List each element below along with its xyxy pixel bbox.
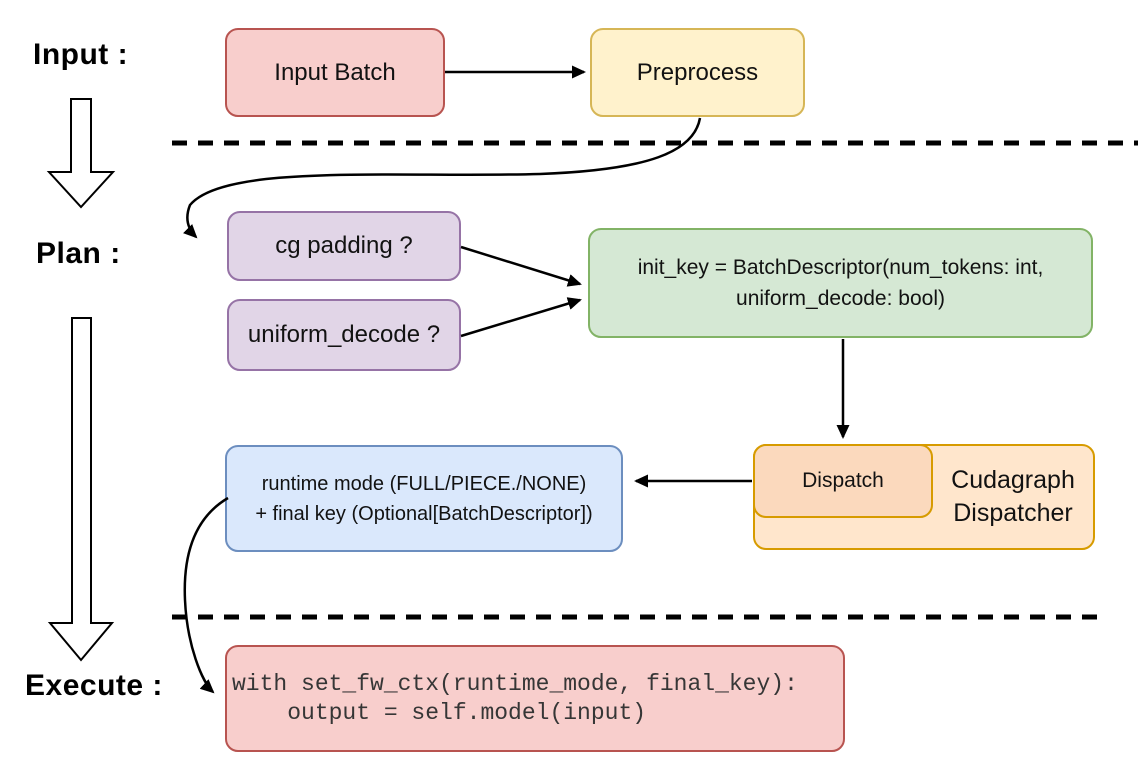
stage-label-input: Input : bbox=[33, 38, 129, 71]
arrow-cgpadding-to-initkey bbox=[460, 245, 582, 287]
node-preprocess: Preprocess bbox=[590, 28, 805, 117]
node-cg-padding-label: cg padding ? bbox=[275, 232, 413, 259]
stage-label-plan: Plan : bbox=[36, 237, 121, 270]
node-init-key: init_key = BatchDescriptor(num_tokens: i… bbox=[588, 228, 1093, 338]
node-init-key-line1: init_key = BatchDescriptor(num_tokens: i… bbox=[637, 256, 1044, 279]
node-input-batch-label: Input Batch bbox=[274, 58, 396, 86]
node-cg-padding: cg padding ? bbox=[227, 211, 461, 281]
stage-label-execute: Execute : bbox=[25, 669, 163, 702]
node-preprocess-label: Preprocess bbox=[636, 58, 759, 86]
node-input-batch: Input Batch bbox=[225, 28, 445, 117]
input-to-plan-down-arrow-icon bbox=[46, 98, 116, 209]
cudagraph-label-line1: Cudagraph bbox=[951, 466, 1075, 494]
node-uniform-decode-label: uniform_decode ? bbox=[247, 321, 441, 348]
execute-code-line1: with set_fw_ctx(runtime_mode, final_key)… bbox=[232, 670, 798, 697]
node-runtime-mode-line2: + final key (Optional[BatchDescriptor]) bbox=[255, 502, 593, 525]
node-dispatch-label: Dispatch bbox=[802, 469, 884, 492]
execute-code-line2: output = self.model(input) bbox=[232, 699, 647, 726]
node-dispatch: Dispatch bbox=[753, 444, 933, 518]
plan-to-execute-down-arrow-icon bbox=[47, 317, 115, 662]
node-uniform-decode: uniform_decode ? bbox=[227, 299, 461, 371]
arrow-uniformdecode-to-initkey bbox=[460, 297, 582, 338]
cudagraph-label-line2: Dispatcher bbox=[953, 499, 1073, 527]
node-init-key-line2: uniform_decode: bool) bbox=[736, 287, 945, 310]
node-runtime-mode-line1: runtime mode (FULL/PIECE./NONE) bbox=[261, 472, 587, 495]
node-execute-code: with set_fw_ctx(runtime_mode, final_key)… bbox=[225, 645, 845, 752]
node-cudagraph-dispatcher-label: Cudagraph Dispatcher bbox=[933, 446, 1093, 548]
arrow-runtimemode-to-execute bbox=[183, 496, 229, 694]
node-runtime-mode: runtime mode (FULL/PIECE./NONE) + final … bbox=[225, 445, 623, 552]
